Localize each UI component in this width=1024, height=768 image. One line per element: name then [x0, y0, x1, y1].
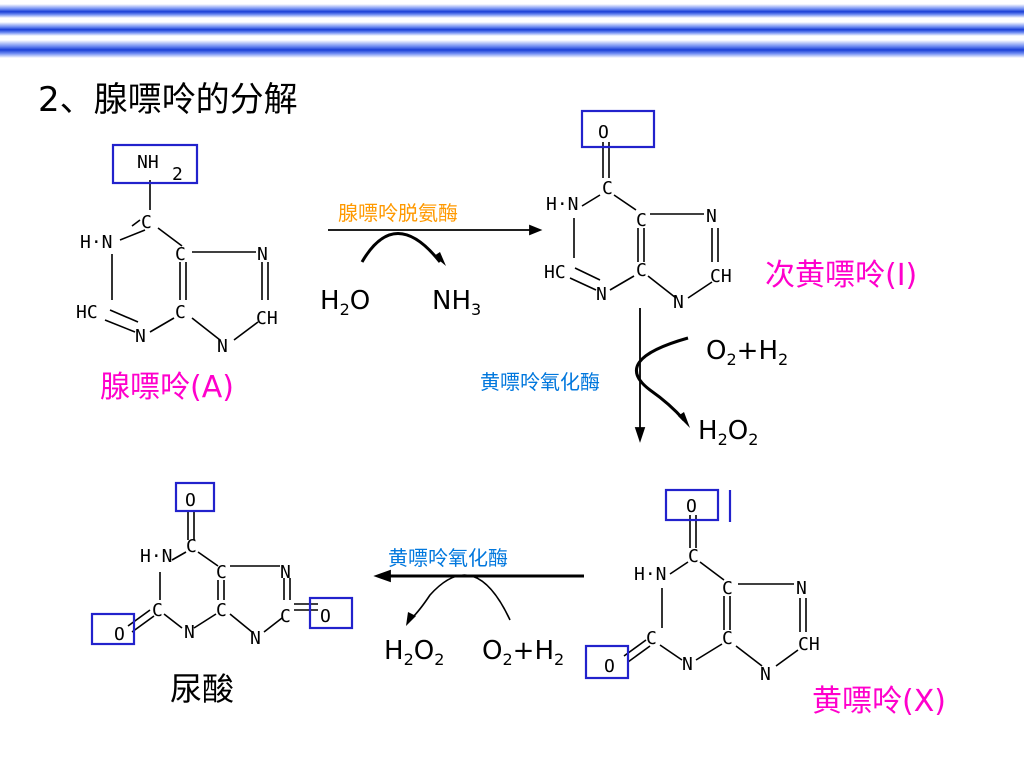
- svg-text:C: C: [216, 600, 227, 621]
- svg-text:N: N: [217, 336, 228, 357]
- enzyme-step2: 黄嘌呤氧化酶: [480, 370, 600, 394]
- adenine-structure: [104, 180, 269, 341]
- svg-text:O: O: [686, 496, 697, 517]
- svg-text:C: C: [175, 244, 186, 265]
- svg-text:C: C: [152, 600, 163, 621]
- svg-text:C: C: [722, 578, 733, 599]
- svg-text:N: N: [280, 562, 291, 583]
- svg-text:C: C: [636, 260, 647, 281]
- svg-text:C: C: [646, 628, 657, 649]
- atom-labels: NH 2 C H·N C N HC C CH N N O C H·N C N HC…: [76, 122, 820, 685]
- svg-text:C: C: [280, 606, 291, 627]
- svg-text:CH: CH: [798, 634, 820, 655]
- svg-text:C: C: [602, 178, 613, 199]
- xanthine-name: 黄嘌呤(X): [812, 684, 946, 719]
- svg-text:CH: CH: [710, 266, 732, 287]
- svg-text:2: 2: [172, 164, 183, 185]
- uric-acid-structure: [127, 512, 318, 633]
- svg-text:C: C: [688, 546, 699, 567]
- uric-acid-name: 尿酸: [170, 670, 235, 708]
- svg-text:CH: CH: [256, 308, 278, 329]
- step1-reactant: H2O: [320, 286, 371, 320]
- enzyme-step1: 腺嘌呤脱氨酶: [338, 201, 458, 225]
- step3-reactant: O2+H2: [482, 636, 565, 670]
- hypoxanthine-name: 次黄嘌呤(I): [765, 258, 918, 293]
- header-bars: [0, 4, 1024, 58]
- svg-text:N: N: [135, 326, 146, 347]
- step2-product: H2O2: [698, 416, 759, 450]
- step2-reactant: O2+H2: [706, 336, 789, 370]
- svg-text:N: N: [760, 664, 771, 685]
- svg-text:C: C: [186, 536, 197, 557]
- svg-text:NH: NH: [137, 152, 159, 173]
- svg-text:C: C: [175, 302, 186, 323]
- xanthine-structure: [623, 515, 807, 667]
- svg-text:N: N: [596, 284, 607, 305]
- svg-text:N: N: [796, 578, 807, 599]
- page-title: 2、腺嘌呤的分解: [38, 80, 298, 120]
- svg-text:N: N: [257, 244, 268, 265]
- svg-text:C: C: [636, 210, 647, 231]
- highlight-boxes: [90, 109, 732, 680]
- svg-text:O: O: [598, 122, 609, 143]
- adenine-name: 腺嘌呤(A): [100, 370, 234, 405]
- svg-text:N: N: [706, 206, 717, 227]
- svg-text:H·N: H·N: [80, 232, 113, 253]
- enzyme-step3: 黄嘌呤氧化酶: [388, 546, 508, 570]
- svg-text:N: N: [184, 622, 195, 643]
- step1-product: NH3: [432, 286, 482, 320]
- svg-text:H·N: H·N: [140, 546, 173, 567]
- svg-text:O: O: [604, 656, 615, 677]
- svg-text:O: O: [320, 606, 331, 627]
- svg-text:N: N: [250, 628, 261, 649]
- svg-text:C: C: [216, 562, 227, 583]
- svg-text:HC: HC: [76, 302, 98, 323]
- svg-text:H·N: H·N: [634, 564, 667, 585]
- svg-text:N: N: [682, 654, 693, 675]
- svg-text:HC: HC: [544, 262, 566, 283]
- svg-text:O: O: [114, 624, 125, 645]
- svg-text:C: C: [141, 212, 152, 233]
- step3-product: H2O2: [384, 636, 445, 670]
- reaction-arrows: [328, 224, 690, 626]
- svg-text:O: O: [185, 490, 196, 511]
- svg-text:H·N: H·N: [546, 194, 579, 215]
- svg-text:N: N: [673, 292, 684, 313]
- svg-text:C: C: [722, 628, 733, 649]
